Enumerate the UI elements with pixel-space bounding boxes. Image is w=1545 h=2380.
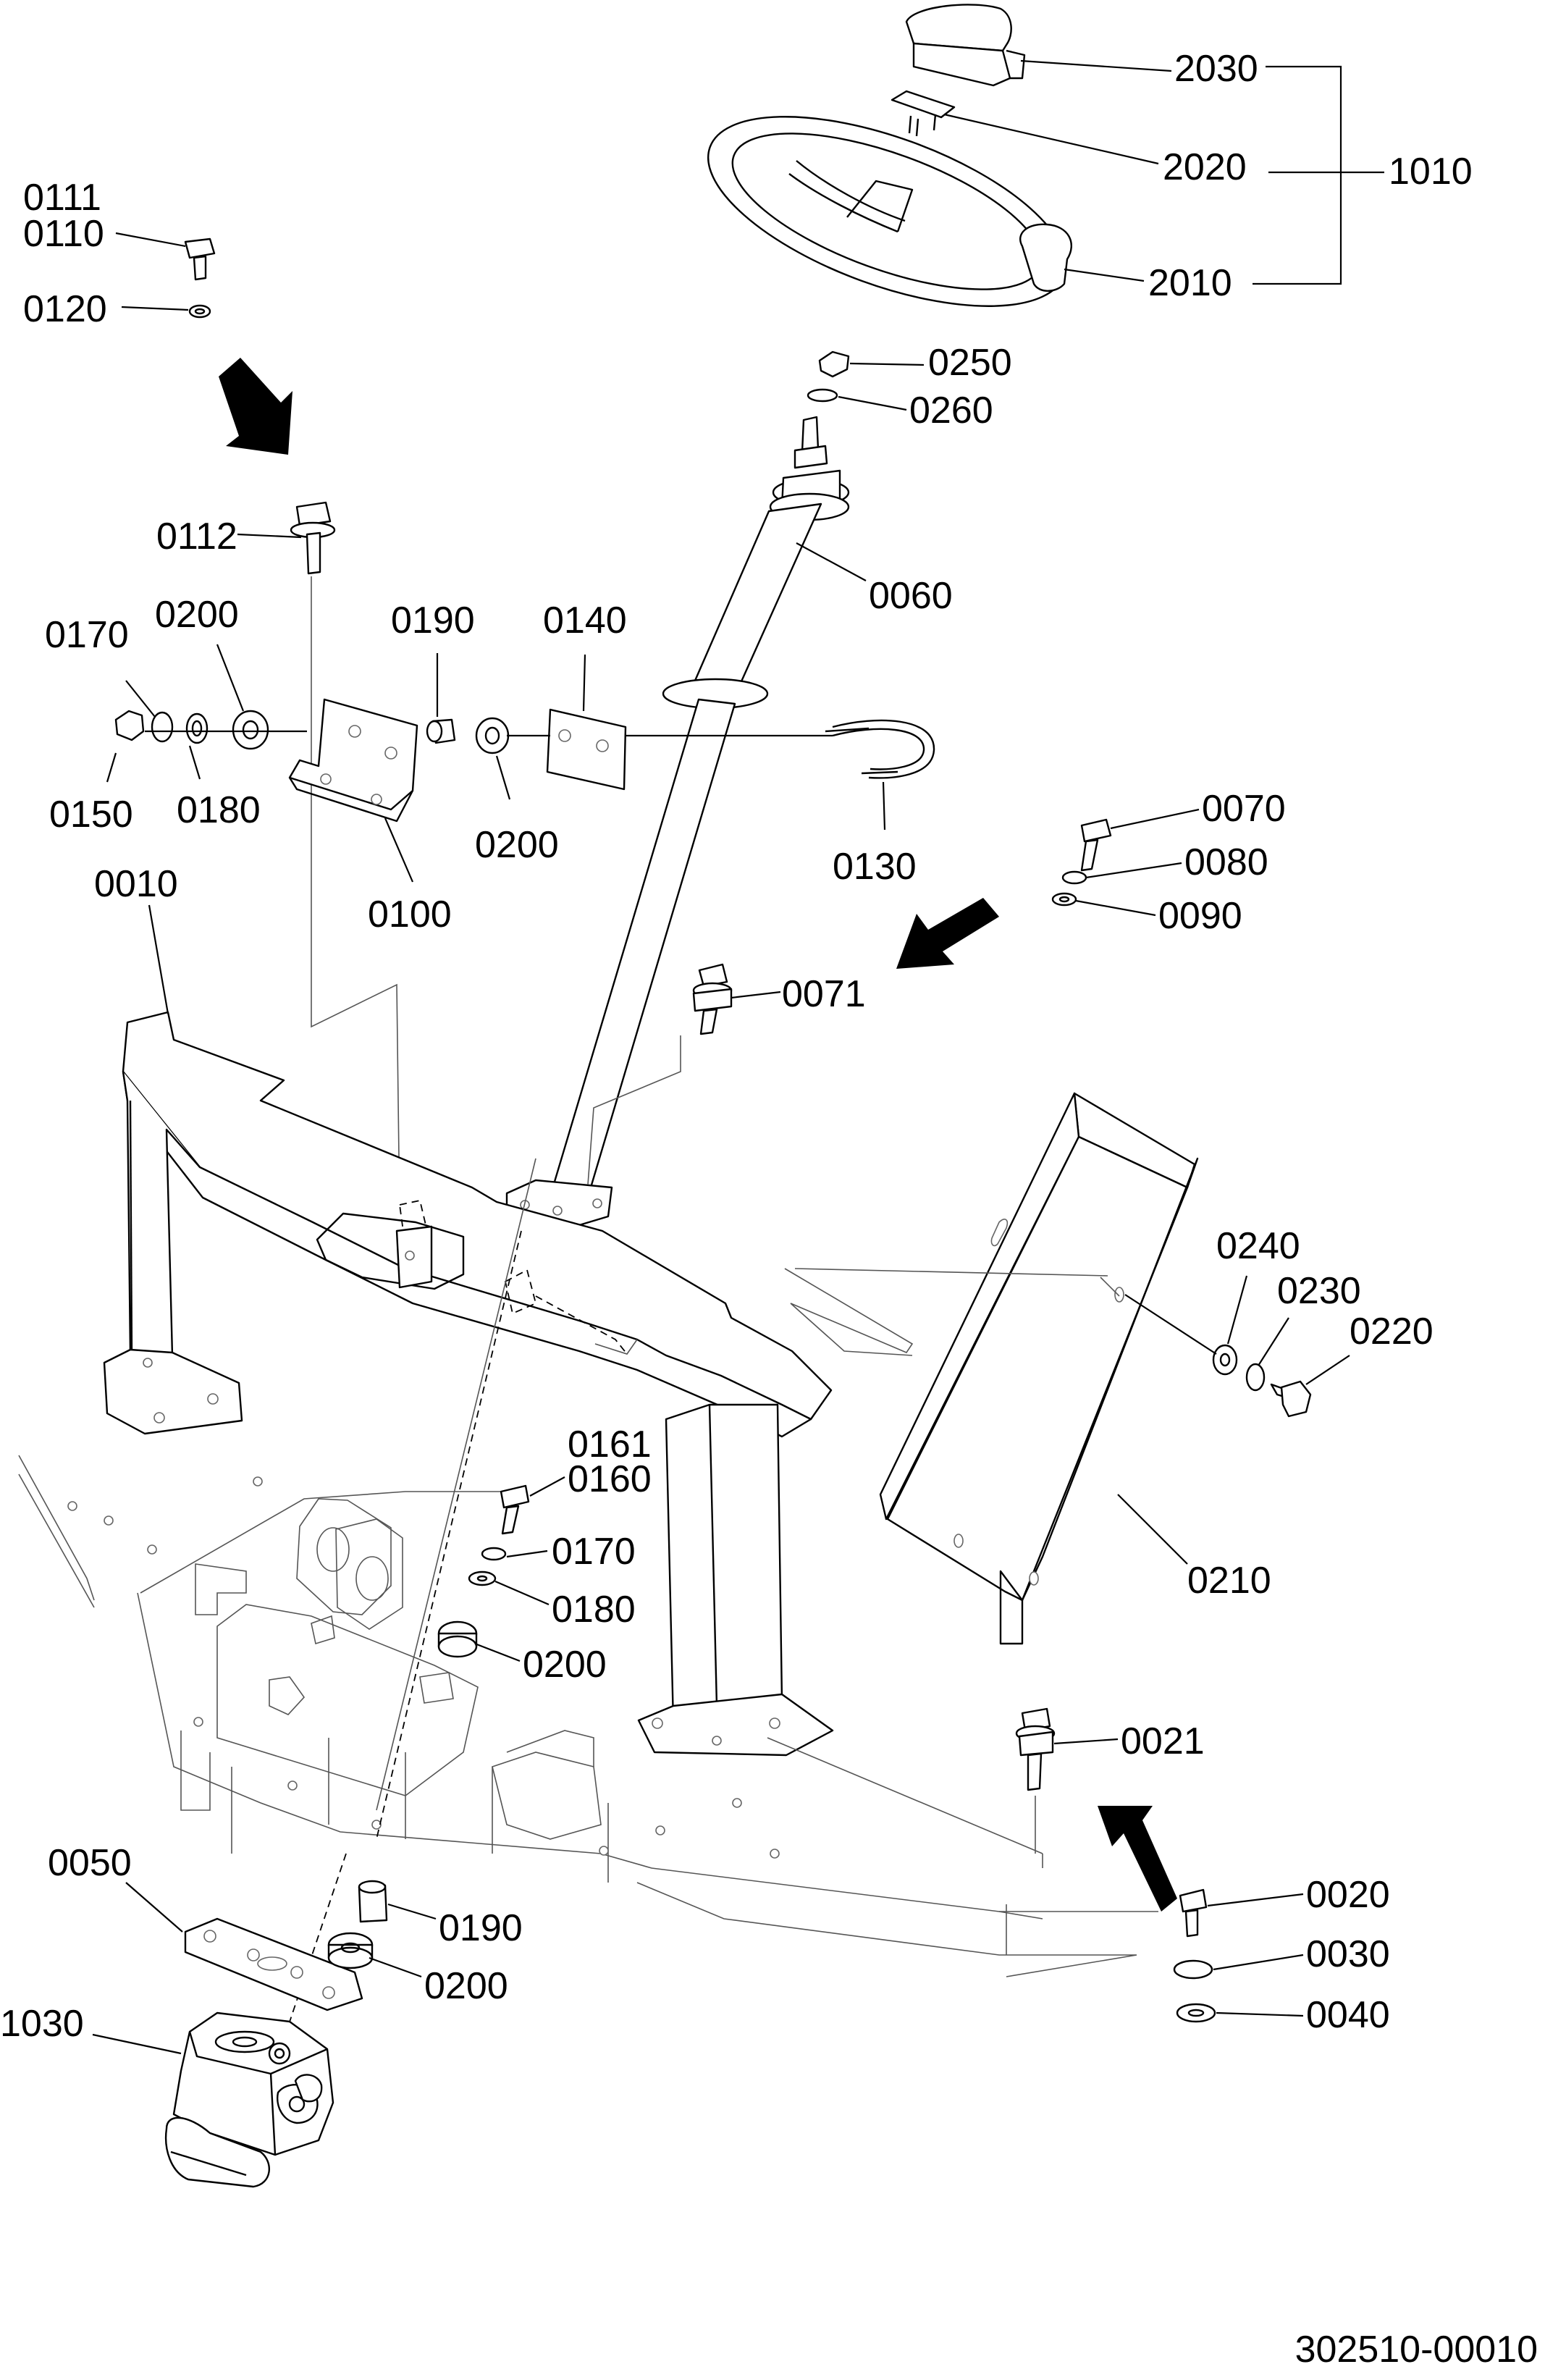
direction-arrow-right: [896, 898, 999, 969]
callout-1030: 1030: [0, 2003, 84, 2045]
callout-0060: 0060: [869, 575, 953, 617]
callout-2020: 2020: [1163, 146, 1247, 188]
callout-0160: 0160: [568, 1458, 652, 1500]
callout-0200-bottom: 0200: [424, 1965, 508, 2007]
callout-0161: 0161: [568, 1424, 652, 1466]
callout-0200-mid: 0200: [523, 1644, 607, 1686]
bolt-0220: [1212, 1344, 1312, 1418]
callout-0071: 0071: [782, 973, 866, 1015]
callout-0170-top: 0170: [45, 614, 129, 656]
callout-0240: 0240: [1216, 1225, 1300, 1267]
callout-0250: 0250: [928, 342, 1012, 384]
steering-wheel-assembly: [707, 4, 1072, 307]
callout-0090: 0090: [1158, 895, 1242, 937]
callout-0200-top-mid: 0200: [475, 824, 559, 866]
callout-0230: 0230: [1277, 1270, 1361, 1312]
floor-chassis: [18, 1455, 1158, 1977]
callout-0130: 0130: [833, 846, 917, 888]
callout-0150: 0150: [49, 794, 133, 836]
dash-frame-0010: [103, 1011, 834, 1757]
callout-0180-mid: 0180: [552, 1589, 636, 1631]
callout-0021: 0021: [1121, 1720, 1205, 1762]
callout-0170-mid: 0170: [552, 1531, 636, 1573]
cover-panel-0210: [879, 1092, 1199, 1645]
bracket-assembly-top: [114, 698, 935, 823]
callout-0220: 0220: [1350, 1311, 1434, 1353]
bolt-0070: [1051, 818, 1112, 907]
bolt-0110: [184, 237, 216, 319]
drawing-number: 302510-00010: [1295, 2329, 1538, 2371]
bolt-0071: [692, 963, 733, 1035]
spacer-0190-bottom: [327, 1880, 388, 1969]
bolt-0020: [1173, 1888, 1216, 2023]
callout-0040: 0040: [1306, 1994, 1390, 2036]
direction-arrow-bottom-right: [1098, 1806, 1177, 1912]
orbitrol-unit-1030: [165, 2011, 334, 2188]
callout-2030: 2030: [1174, 48, 1258, 90]
callout-0112: 0112: [156, 516, 237, 558]
steering-column-0060: [505, 350, 850, 1227]
callout-0010: 0010: [94, 863, 178, 905]
callout-2010: 2010: [1148, 262, 1232, 304]
callout-0190-top: 0190: [391, 600, 475, 642]
callout-0140: 0140: [543, 600, 627, 642]
callout-0020: 0020: [1306, 1874, 1390, 1916]
callout-0111: 0111: [23, 177, 101, 219]
callout-0080: 0080: [1184, 841, 1268, 883]
callout-0120: 0120: [23, 288, 107, 330]
mount-plate-0050: [184, 1917, 363, 2011]
bolt-0021: [1015, 1707, 1056, 1791]
direction-arrow-top-left: [219, 358, 292, 455]
callout-0260: 0260: [909, 390, 993, 432]
bolt-0160: [437, 1484, 530, 1658]
callout-0180-top: 0180: [177, 789, 261, 831]
callout-0190-bottom: 0190: [439, 1907, 523, 1949]
callout-0200-top-left: 0200: [155, 594, 239, 636]
group-bracket-1010: [1253, 65, 1384, 285]
callout-1010: 1010: [1389, 151, 1473, 193]
callout-0030: 0030: [1306, 1933, 1390, 1975]
callout-0100: 0100: [368, 893, 452, 935]
callout-0050: 0050: [48, 1842, 132, 1884]
callout-0070: 0070: [1202, 788, 1286, 830]
callout-0110: 0110: [23, 213, 104, 255]
callout-0210: 0210: [1187, 1560, 1271, 1602]
bolt-0112: [290, 501, 336, 575]
